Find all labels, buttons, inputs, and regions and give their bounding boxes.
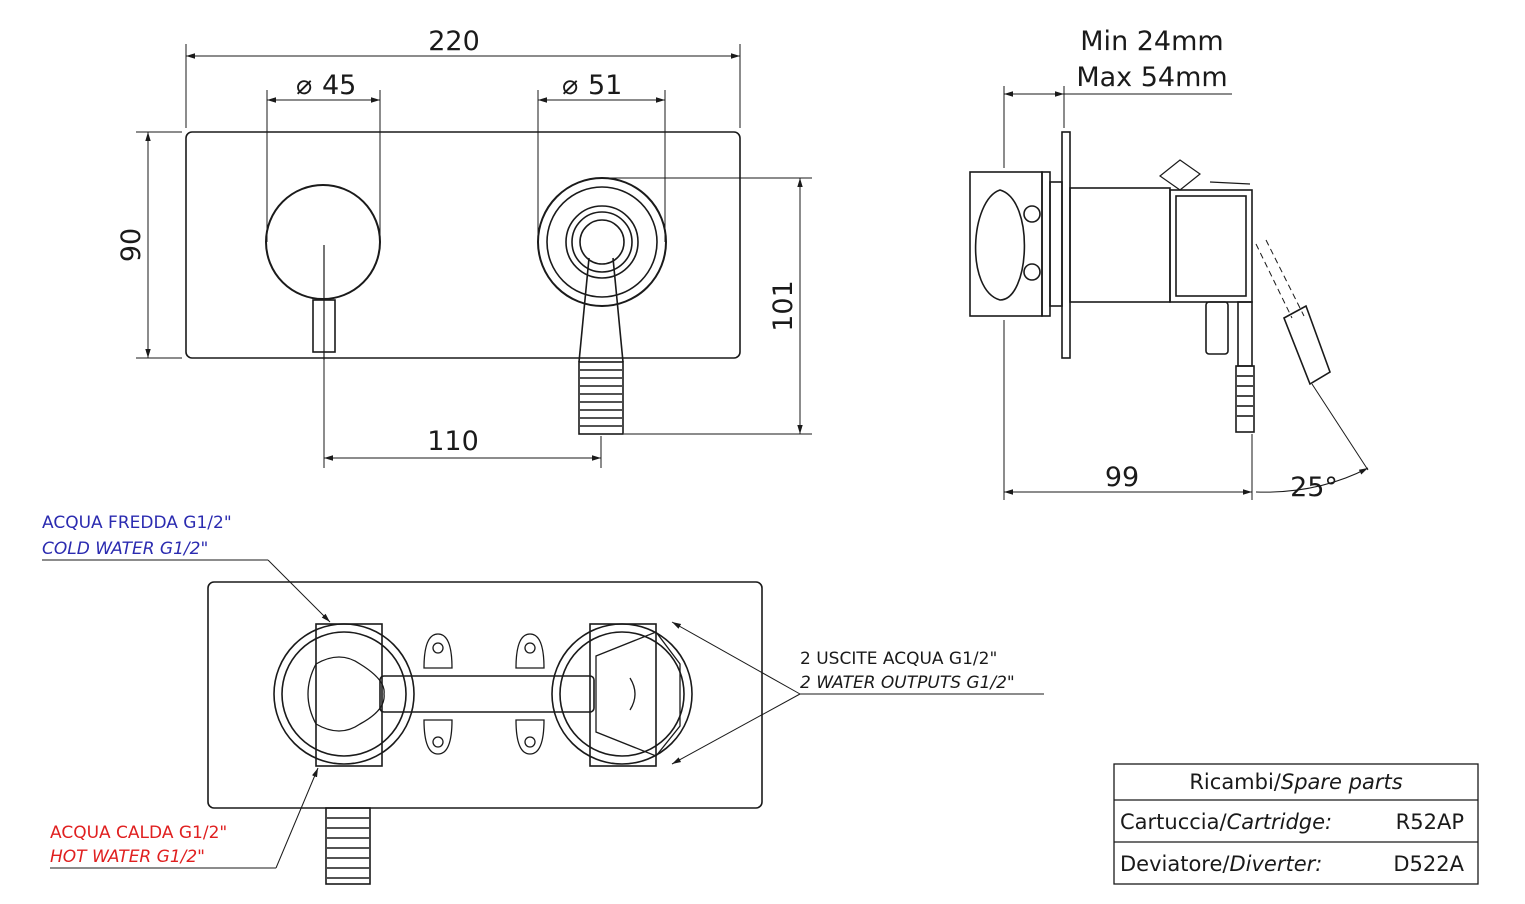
outputs-label-en: 2 WATER OUTPUTS G1/2" xyxy=(800,673,1015,693)
spare-parts-title: Ricambi/Spare parts xyxy=(1189,770,1402,794)
dim-width-label: 220 xyxy=(428,26,480,57)
cold-water-label-it: ACQUA FREDDA G1/2" xyxy=(42,513,232,533)
rear-left-block xyxy=(315,623,383,767)
left-knob xyxy=(265,184,381,300)
front-view xyxy=(136,44,812,468)
rear-right-block xyxy=(589,623,657,767)
hot-water-label-en: HOT WATER G1/2" xyxy=(50,847,205,867)
dim-depth-label: 99 xyxy=(1105,462,1139,493)
dim-right-diameter-label: 51 xyxy=(588,70,622,101)
dim-centers-label: 110 xyxy=(427,426,479,457)
front-hose-connector xyxy=(578,361,624,435)
dim-left-diameter-label: 45 xyxy=(322,70,356,101)
dim-max-label: Max 54mm xyxy=(1076,62,1227,93)
front-view-dimension-labels: 220 ⌀ 45 ⌀ 51 90 110 101 xyxy=(116,26,799,457)
cartridge-code: R52AP xyxy=(1396,810,1464,834)
side-view-dimension-labels: Min 24mm Max 54mm 99 25° xyxy=(1076,26,1338,503)
cold-water-label-en: COLD WATER G1/2" xyxy=(42,539,208,559)
diverter-code: D522A xyxy=(1393,852,1464,876)
spare-parts-table: Ricambi/Spare parts Cartuccia/Cartridge:… xyxy=(1113,763,1479,885)
dim-angle-label: 25° xyxy=(1290,472,1338,503)
rear-view xyxy=(42,559,1044,885)
side-view xyxy=(969,86,1369,500)
rear-view-labels: ACQUA FREDDA G1/2" COLD WATER G1/2" ACQU… xyxy=(42,513,1015,867)
dim-height-label: 90 xyxy=(116,228,147,262)
cartridge-label: Cartuccia/Cartridge: xyxy=(1120,810,1332,834)
dim-min-label: Min 24mm xyxy=(1080,26,1223,57)
dim-left-diameter-symbol: ⌀ xyxy=(296,70,312,101)
outputs-label-it: 2 USCITE ACQUA G1/2" xyxy=(800,649,997,669)
right-diverter xyxy=(537,177,667,363)
side-plate xyxy=(1061,131,1071,359)
hot-water-label-it: ACQUA CALDA G1/2" xyxy=(50,823,227,843)
front-plate xyxy=(185,131,741,359)
diverter-label: Deviatore/Diverter: xyxy=(1120,852,1322,876)
dim-outlet-depth-label: 101 xyxy=(768,280,799,332)
rear-plate xyxy=(207,581,763,809)
dim-right-diameter-symbol: ⌀ xyxy=(562,70,578,101)
